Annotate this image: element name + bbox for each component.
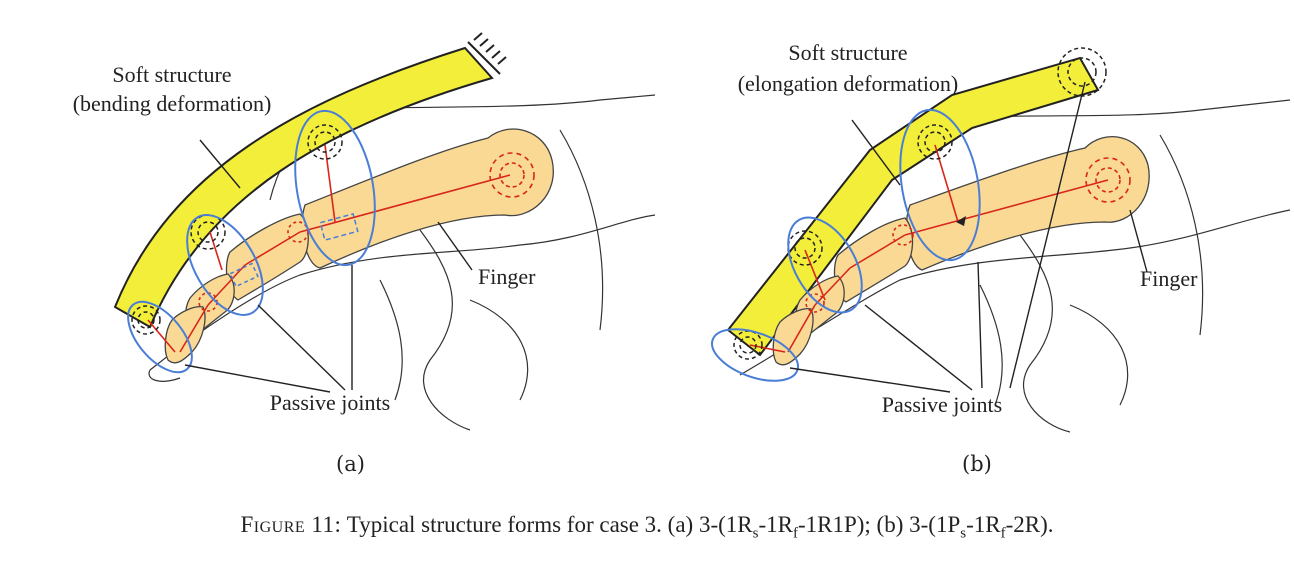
caption-text-2: -1R <box>758 512 793 537</box>
caption-sub-4: f <box>1000 525 1006 542</box>
soft-structure-band <box>113 46 494 329</box>
soft-structure-label-b1: Soft structure <box>788 40 907 65</box>
caption-sub-1: s <box>752 525 759 542</box>
fixed-ground-icon <box>467 32 507 75</box>
elongation-marker <box>956 216 966 226</box>
leader-lines <box>184 139 473 393</box>
caption-sub-2: f <box>792 525 798 542</box>
finger-label-b: Finger <box>1140 266 1198 291</box>
kinematic-links <box>147 144 535 353</box>
soft-structure-label-a1: Soft structure <box>112 62 231 87</box>
sublabel-b: (b) <box>962 452 992 476</box>
panel-b-diagram: Soft structure (elongation deformation) … <box>711 40 1291 433</box>
finger-bones <box>772 136 1150 366</box>
hand-outline <box>148 94 656 431</box>
passive-joints-label-b: Passive joints <box>882 392 1002 417</box>
passive-joints-label-a: Passive joints <box>270 390 390 415</box>
passive-joint-ellipses <box>711 108 981 382</box>
caption-sub-3: s <box>960 525 967 542</box>
caption-text-3: -1R1P); (b) 3-(1P <box>797 512 961 537</box>
caption-text-5: -2R). <box>1005 512 1054 537</box>
soft-structure-label-a2: (bending deformation) <box>73 91 272 116</box>
panel-a-diagram: Soft structure (bending deformation) Fin… <box>73 32 656 431</box>
figure-caption: Figure 11: Typical structure forms for c… <box>0 512 1294 543</box>
prismatic-joint-icons <box>733 47 1107 360</box>
caption-text-1: Typical structure forms for case 3. (a) … <box>341 512 753 537</box>
soft-structure-label-b2: (elongation deformation) <box>738 71 959 96</box>
leader-lines <box>789 81 1148 393</box>
prismatic-joint-box-2 <box>229 262 259 288</box>
figure-label: Figure 11: <box>240 512 342 537</box>
sublabel-a: (a) <box>336 452 365 476</box>
passive-joint-ellipses <box>127 109 376 374</box>
caption-text-4: -1R <box>966 512 1001 537</box>
finger-label-a: Finger <box>478 264 536 289</box>
prismatic-joint-box <box>319 212 359 242</box>
